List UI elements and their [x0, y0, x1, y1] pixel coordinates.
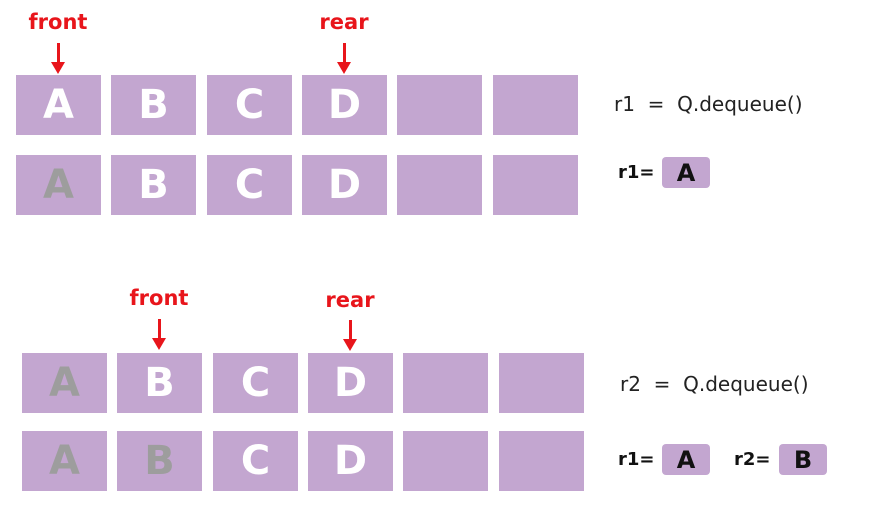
queue-cell [493, 155, 578, 215]
result-value-r2: B [779, 444, 827, 475]
rear-label: rear [319, 10, 369, 34]
queue-cell: C [207, 155, 292, 215]
queue-cell [403, 353, 488, 413]
queue-cell: A [16, 75, 101, 135]
queue-cell [403, 431, 488, 491]
queue-cell: C [213, 431, 298, 491]
queue-cell: D [308, 431, 393, 491]
queue-cell-dequeued: A [22, 353, 107, 413]
queue-cell: D [302, 155, 387, 215]
front-label: front [28, 10, 88, 34]
result-label-r2: r2= [734, 449, 771, 470]
operation-text-1: r1 = Q.dequeue() [614, 92, 803, 116]
queue-cell-dequeued: B [117, 431, 202, 491]
queue-cell: B [111, 75, 196, 135]
queue-cell: C [207, 75, 292, 135]
queue-cell: D [308, 353, 393, 413]
queue-cell [499, 431, 584, 491]
queue-cell [397, 75, 482, 135]
result-label-r1: r1= [618, 162, 655, 183]
rear-label: rear [325, 288, 375, 312]
queue-cell-dequeued: A [22, 431, 107, 491]
queue-cell-dequeued: A [16, 155, 101, 215]
queue-cell [493, 75, 578, 135]
front-label: front [129, 286, 189, 310]
queue-cell: B [117, 353, 202, 413]
queue-cell [397, 155, 482, 215]
queue-cell: C [213, 353, 298, 413]
queue-cell: B [111, 155, 196, 215]
result-value-r1: A [662, 444, 710, 475]
result-label-r1: r1= [618, 449, 655, 470]
operation-text-2: r2 = Q.dequeue() [620, 372, 809, 396]
queue-cell: D [302, 75, 387, 135]
queue-cell [499, 353, 584, 413]
result-value-r1: A [662, 157, 710, 188]
